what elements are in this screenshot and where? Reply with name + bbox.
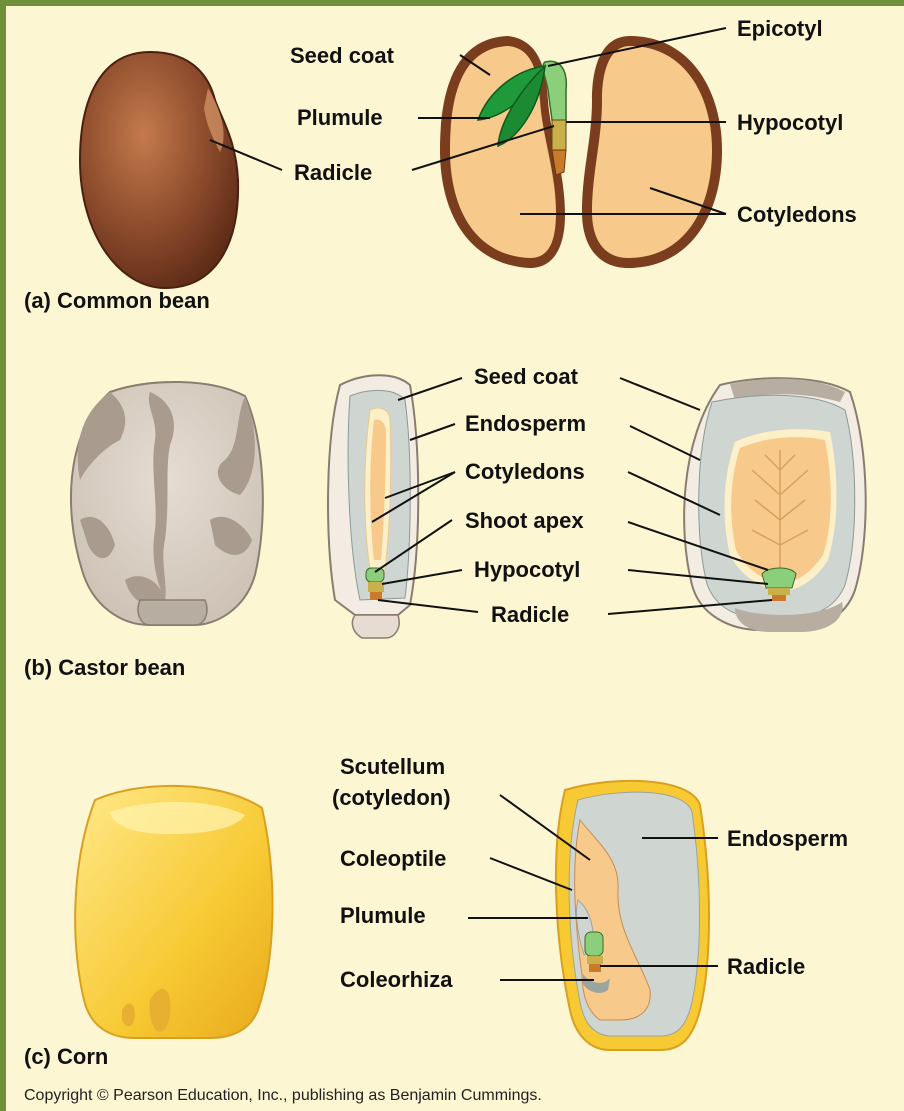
label-a-epicotyl: Epicotyl <box>737 16 823 41</box>
caption-castor-bean: (b) Castor bean <box>24 655 185 680</box>
caption-corn: (c) Corn <box>24 1044 108 1069</box>
label-c-coleorhiza: Coleorhiza <box>340 967 453 992</box>
label-c-coleoptile: Coleoptile <box>340 846 446 871</box>
label-a-seed-coat: Seed coat <box>290 43 395 68</box>
label-c-endosperm: Endosperm <box>727 826 848 851</box>
diagram-panel: Seed coat Plumule Radicle Epicotyl Hypoc… <box>6 6 904 1111</box>
label-b-hypocotyl: Hypocotyl <box>474 557 580 582</box>
castor-bean-exterior <box>71 382 263 625</box>
label-b-seed-coat: Seed coat <box>474 364 579 389</box>
label-c-cotyledon: (cotyledon) <box>332 785 451 810</box>
label-a-cotyledons: Cotyledons <box>737 202 857 227</box>
seed-diagram: Seed coat Plumule Radicle Epicotyl Hypoc… <box>6 6 904 1111</box>
label-b-shoot-apex: Shoot apex <box>465 508 584 533</box>
label-c-scutellum: Scutellum <box>340 754 445 779</box>
label-a-plumule: Plumule <box>297 105 383 130</box>
label-b-radicle: Radicle <box>491 602 569 627</box>
castor-bean-front-section <box>684 378 866 632</box>
common-bean-exterior <box>80 52 238 288</box>
copyright-notice: Copyright © Pearson Education, Inc., pub… <box>24 1087 542 1104</box>
label-b-cotyledons: Cotyledons <box>465 459 585 484</box>
label-c-plumule: Plumule <box>340 903 426 928</box>
corn-kernel-section <box>556 781 709 1050</box>
label-a-radicle: Radicle <box>294 160 372 185</box>
label-a-hypocotyl: Hypocotyl <box>737 110 843 135</box>
label-c-radicle: Radicle <box>727 954 805 979</box>
label-b-endosperm: Endosperm <box>465 411 586 436</box>
castor-bean-side-section <box>328 375 418 638</box>
corn-kernel-exterior <box>75 786 272 1038</box>
caption-common-bean: (a) Common bean <box>24 288 210 313</box>
